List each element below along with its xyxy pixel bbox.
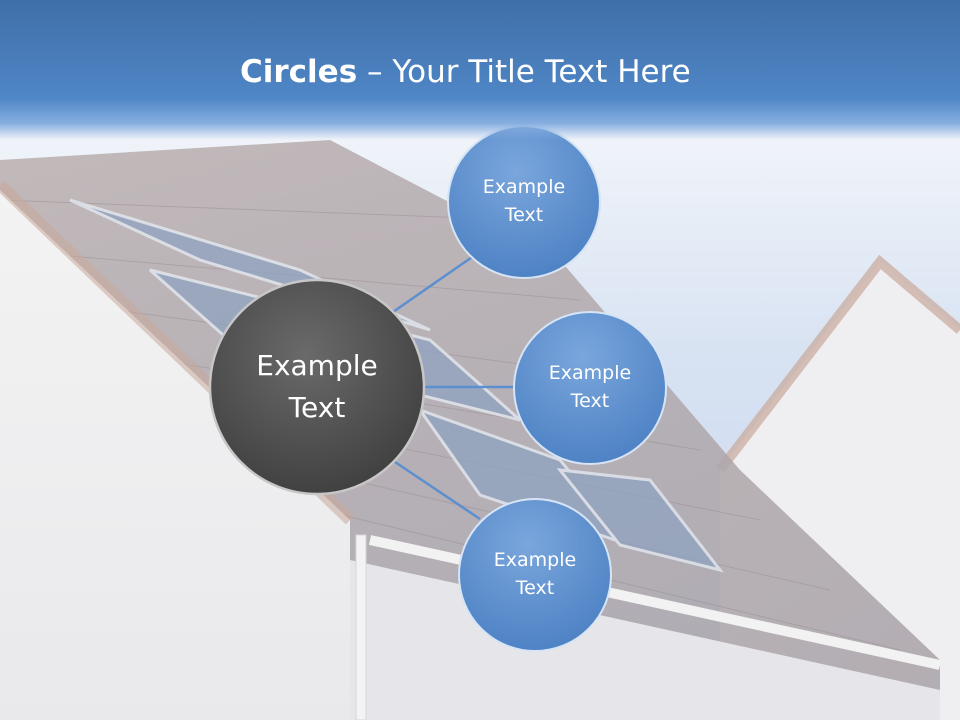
connector-line-top	[392, 253, 476, 314]
connector-line-bottom	[394, 460, 481, 521]
slide-title-rest: – Your Title Text Here	[357, 54, 691, 90]
satellite-label-middle-line1: Example	[548, 362, 632, 385]
satellite-label-top-line1: Example	[482, 176, 566, 199]
title-bar	[0, 0, 960, 140]
satellite-label-middle-line2: Text	[570, 390, 610, 412]
hub-circle	[208, 278, 426, 496]
satellite-label-bottom-line2: Text	[515, 577, 555, 599]
satellite-circle-bottom	[458, 498, 612, 652]
hub-label: Example Text	[217, 287, 417, 487]
satellite-label-top-line2: Text	[504, 204, 544, 226]
hub-label-line2: Text	[288, 391, 346, 424]
satellite-label-top: Example Text	[454, 132, 594, 272]
satellite-circle-middle	[513, 311, 667, 465]
satellite-label-middle: Example Text	[520, 318, 660, 458]
slide-title: Circles – Your Title Text Here	[240, 54, 840, 98]
satellite-label-bottom: Example Text	[465, 505, 605, 645]
slide-title-bold: Circles	[240, 54, 358, 90]
satellite-label-bottom-line1: Example	[493, 549, 577, 572]
connector-lines	[392, 253, 518, 521]
hub-label-line1: Example	[256, 349, 378, 382]
